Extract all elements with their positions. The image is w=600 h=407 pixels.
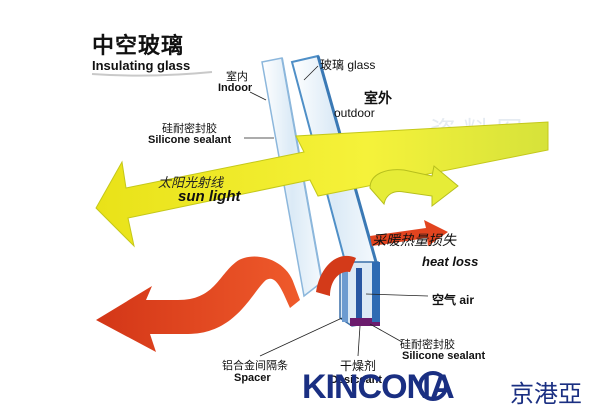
- sun-reflection-arrow: [369, 165, 459, 208]
- leader-silicone-bottom: [369, 323, 403, 343]
- label-desiccant-english: Desiccant: [330, 374, 382, 386]
- heat-loss-curl: [316, 255, 356, 296]
- heat-loss-small-arrow: [370, 220, 448, 246]
- leader-air: [365, 293, 429, 297]
- title-underline: [91, 71, 213, 77]
- brand-logo-latin: KINCONA: [302, 368, 455, 406]
- label-spacer-chinese: 铝合金间隔条: [222, 360, 288, 372]
- leader-desiccant: [357, 325, 361, 357]
- label-silicone-top-chinese: 硅耐密封胶: [162, 123, 217, 135]
- brand-logo-chinese: 京港亞: [510, 381, 582, 407]
- leader-indoor: [249, 91, 267, 101]
- leader-glass: [303, 65, 319, 81]
- label-heat-loss-english: heat loss: [422, 254, 479, 269]
- label-silicone-bottom-english: Silicone sealant: [402, 350, 486, 362]
- label-indoor-chinese: 室内: [226, 71, 248, 83]
- label-heat-loss-chinese: 采暖热量损失: [372, 232, 456, 248]
- label-silicone-bottom-chinese: 硅耐密封胶: [400, 339, 455, 351]
- label-desiccant-chinese: 干燥剂: [340, 359, 377, 373]
- brand-o-ring: [418, 371, 448, 401]
- label-sun-light-english: sun light: [178, 188, 241, 205]
- label-silicone-top-english: Silicone sealant: [148, 134, 232, 146]
- label-sun-light-chinese: 太阳光射线: [158, 175, 224, 190]
- title-english: Insulating glass: [92, 58, 191, 73]
- leader-spacer: [259, 317, 343, 357]
- label-outdoor-chinese: 室外: [364, 90, 392, 106]
- outer-glass-foot: [372, 262, 380, 322]
- label-outdoor-english: outdoor: [334, 106, 375, 120]
- silicone-seal-bottom: [350, 318, 380, 326]
- label-air: 空气 air: [432, 293, 475, 307]
- spacer-bar: [356, 268, 362, 320]
- title-chinese: 中空玻璃: [92, 33, 185, 58]
- inner-glass-foot: [342, 262, 348, 322]
- label-indoor-english: Indoor: [218, 82, 253, 94]
- label-spacer-english: Spacer: [234, 372, 271, 384]
- sun-light-arrow: [95, 121, 549, 248]
- label-glass: 玻璃 glass: [320, 58, 376, 72]
- heat-loss-arrow: [96, 256, 300, 352]
